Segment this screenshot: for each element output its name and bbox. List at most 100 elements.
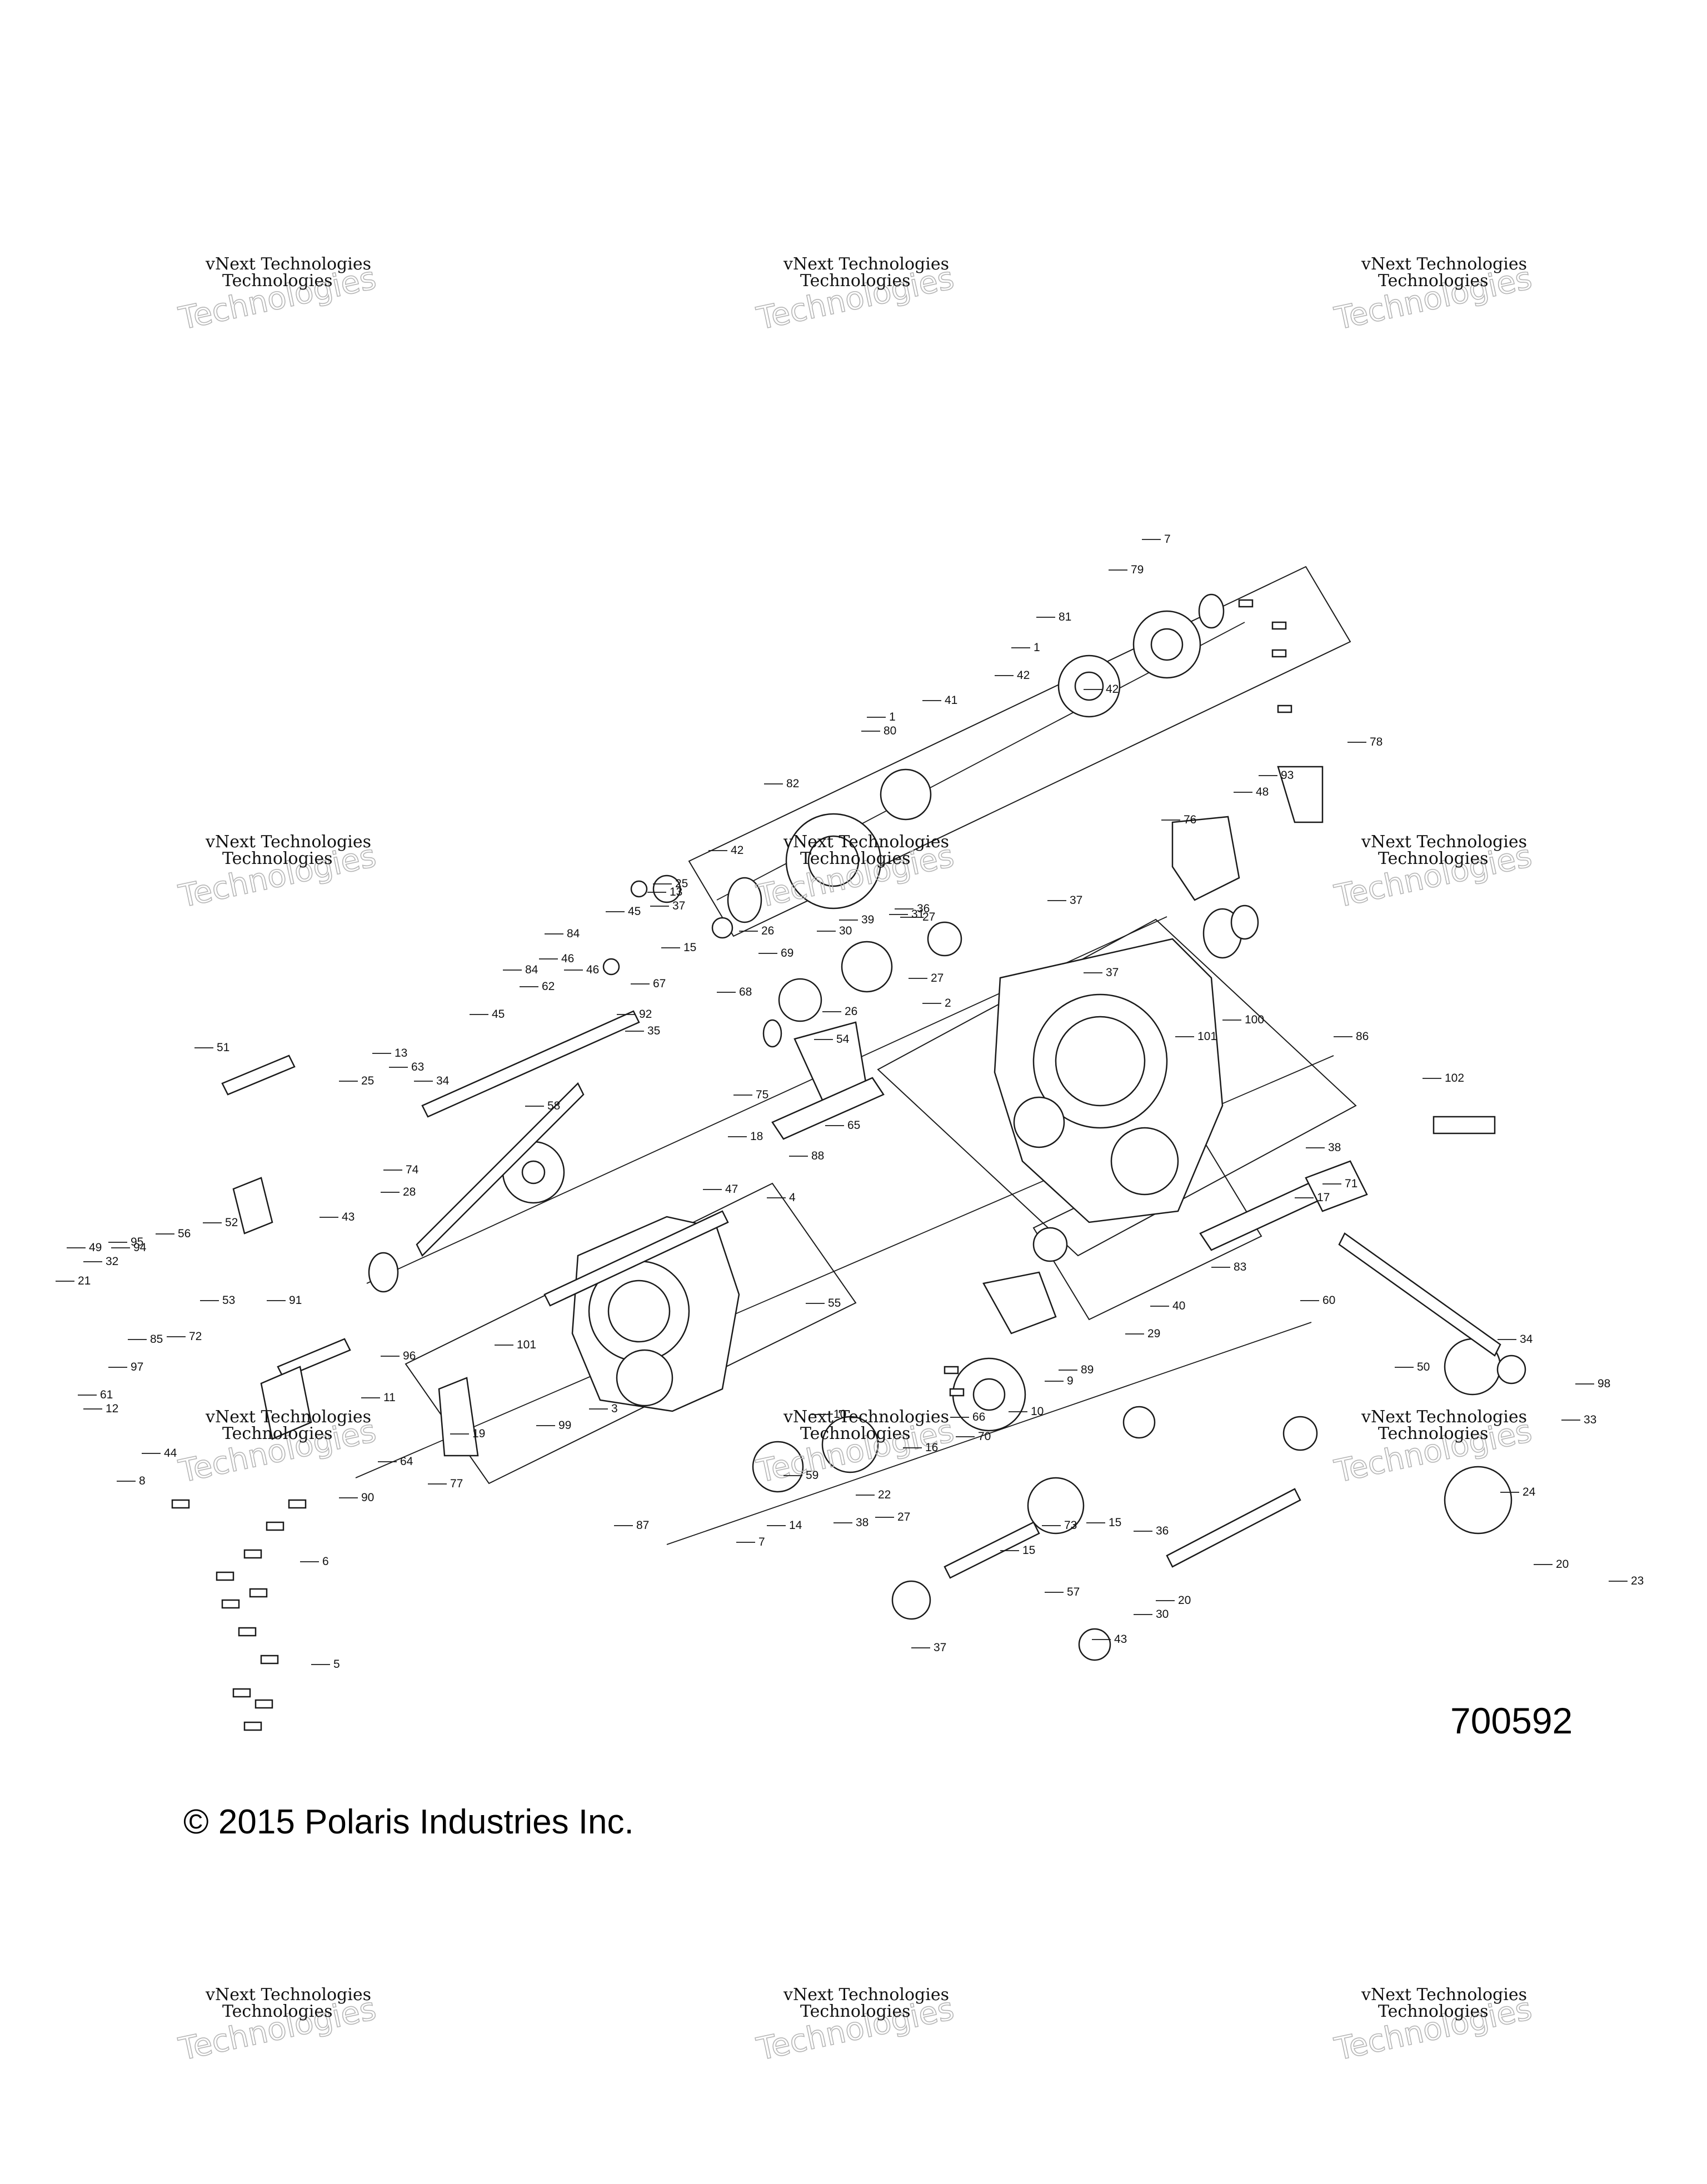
svg-text:Technologies: Technologies — [1378, 849, 1489, 868]
callout-23: 23 — [1609, 1575, 1644, 1587]
callout-42: 42 — [1084, 683, 1119, 696]
callout-number: 84 — [525, 963, 538, 976]
callout-64: 64 — [378, 1455, 413, 1468]
svg-text:vNext Technologies: vNext Technologies — [783, 1407, 949, 1427]
callout-13: 13 — [372, 1047, 407, 1059]
callout-53: 53 — [200, 1294, 235, 1307]
callout-number: 46 — [561, 952, 574, 965]
callout-45: 45 — [606, 905, 641, 918]
svg-text:vNext Technologies: vNext Technologies — [1361, 254, 1527, 274]
svg-text:vNext Technologies: vNext Technologies — [205, 254, 371, 274]
callout-number: 99 — [558, 1419, 571, 1432]
callout-number: 74 — [406, 1163, 419, 1176]
callout-52: 52 — [203, 1216, 238, 1229]
callout-16: 16 — [903, 1441, 938, 1454]
callout-14: 14 — [767, 1519, 802, 1532]
callout-number: 5 — [333, 1658, 340, 1671]
callout-number: 67 — [653, 977, 666, 990]
callout-number: 15 — [683, 941, 696, 954]
callout-number: 11 — [383, 1391, 396, 1404]
callout-32: 32 — [83, 1255, 118, 1268]
callout-number: 98 — [1598, 1377, 1610, 1390]
callout-63: 63 — [389, 1061, 424, 1073]
callout-43: 43 — [1092, 1633, 1127, 1646]
callout-45: 45 — [470, 1008, 505, 1021]
callout-number: 63 — [411, 1061, 424, 1073]
callout-3: 3 — [589, 1402, 618, 1415]
callout-6: 6 — [300, 1555, 329, 1568]
callout-54: 54 — [814, 1033, 850, 1046]
callout-13: 13 — [647, 886, 682, 898]
svg-text:Technologies: Technologies — [222, 2002, 333, 2021]
callout-number: 37 — [1106, 966, 1119, 979]
svg-text:Technologies: Technologies — [800, 1424, 911, 1443]
svg-text:vNext Technologies: vNext Technologies — [205, 1407, 371, 1427]
callout-number: 89 — [1081, 1363, 1094, 1376]
callout-number: 64 — [400, 1455, 413, 1468]
callout-2: 2 — [922, 997, 951, 1009]
callout-number: 102 — [1445, 1072, 1464, 1084]
callout-number: 100 — [1245, 1013, 1264, 1026]
callout-76: 76 — [1161, 813, 1196, 826]
callout-number: 15 — [1109, 1516, 1121, 1529]
callout-number: 97 — [131, 1361, 143, 1373]
callout-number: 101 — [517, 1338, 536, 1351]
callout-number: 18 — [750, 1130, 763, 1143]
callout-number: 91 — [289, 1294, 302, 1307]
watermark-tile-6: vNext Technologies Technologies Technolo… — [1331, 832, 1535, 916]
callout-number: 19 — [472, 1427, 485, 1440]
callout-22: 22 — [856, 1488, 891, 1501]
callout-number: 43 — [342, 1211, 355, 1223]
callout-number: 81 — [1059, 611, 1071, 623]
callout-number: 37 — [1070, 894, 1082, 907]
callout-46: 46 — [564, 963, 599, 976]
callout-34: 34 — [414, 1074, 450, 1087]
callout-number: 33 — [1584, 1413, 1596, 1426]
svg-text:vNext Technologies: vNext Technologies — [1361, 1985, 1527, 2005]
callout-number: 32 — [106, 1255, 118, 1268]
callout-80: 80 — [861, 724, 896, 737]
callout-102: 102 — [1422, 1072, 1464, 1084]
callout-75: 75 — [733, 1088, 768, 1101]
callout-15: 15 — [1086, 1516, 1121, 1529]
callout-99: 99 — [536, 1419, 571, 1432]
callout-86: 86 — [1334, 1030, 1369, 1043]
watermark-tile-4: vNext Technologies Technologies Technolo… — [175, 832, 380, 916]
callout-68: 68 — [717, 986, 752, 998]
callout-number: 10 — [833, 1408, 846, 1421]
callout-62: 62 — [520, 980, 555, 993]
callout-number: 71 — [1345, 1177, 1357, 1190]
callout-number: 31 — [911, 908, 924, 921]
callout-number: 20 — [1178, 1594, 1191, 1607]
callout-number: 7 — [758, 1536, 765, 1548]
callout-number: 25 — [675, 877, 688, 890]
callout-39: 39 — [839, 913, 874, 926]
callout-number: 17 — [1317, 1191, 1330, 1204]
callout-37: 37 — [911, 1641, 946, 1654]
watermark-tile-1: vNext Technologies Technologies Technolo… — [175, 254, 380, 338]
callout-72: 72 — [167, 1330, 202, 1343]
svg-text:Technologies: Technologies — [222, 849, 333, 868]
callout-number: 92 — [639, 1008, 652, 1021]
callout-93: 93 — [1259, 769, 1294, 782]
copyright-notice: © 2015 Polaris Industries Inc. — [183, 1803, 634, 1841]
callout-number: 20 — [1556, 1558, 1569, 1571]
callout-58: 58 — [525, 1100, 560, 1112]
callout-74: 74 — [383, 1163, 419, 1176]
callout-number: 76 — [1184, 813, 1196, 826]
callout-number: 65 — [847, 1119, 860, 1132]
callout-number: 30 — [1156, 1608, 1169, 1621]
callout-9: 9 — [1045, 1375, 1074, 1387]
callout-number: 14 — [789, 1519, 802, 1532]
callout-number: 101 — [1197, 1030, 1217, 1043]
callout-number: 70 — [978, 1430, 991, 1443]
callout-number: 42 — [1017, 669, 1030, 682]
callout-number: 69 — [781, 947, 793, 959]
svg-text:vNext Technologies: vNext Technologies — [205, 1985, 371, 2005]
callout-number: 52 — [225, 1216, 238, 1229]
callout-55: 55 — [806, 1297, 841, 1310]
callout-5: 5 — [311, 1658, 340, 1671]
watermark-tile-3: vNext Technologies Technologies Technolo… — [1331, 254, 1535, 338]
callout-101: 101 — [495, 1338, 536, 1351]
callout-number: 68 — [739, 986, 752, 998]
